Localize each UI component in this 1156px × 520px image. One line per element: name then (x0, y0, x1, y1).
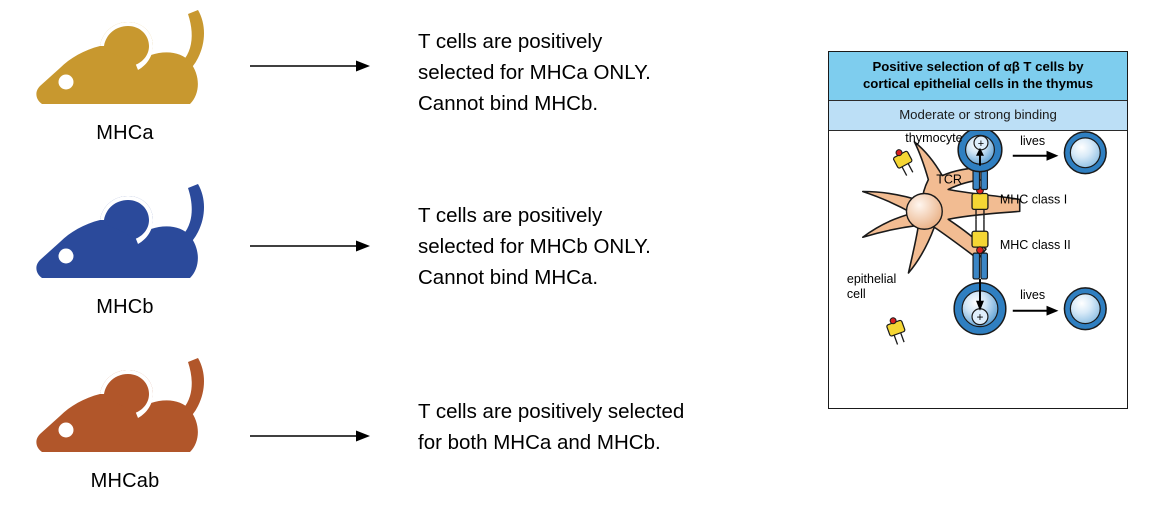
mhc-class-ii-complex (971, 219, 989, 254)
mhc-class-i-label: MHC class I (1000, 192, 1067, 206)
row-text-line: Cannot bind MHCa. (418, 266, 599, 289)
surviving-cell-bottom (1063, 287, 1107, 331)
mhc-class-ii-label: MHC class II (1000, 238, 1071, 252)
row-text-line: T cells are positively selected (418, 400, 685, 423)
mouse-row-mhcab: MHCab T cells are positively selected fo… (0, 350, 810, 520)
mouse-icon-mhcab (30, 356, 220, 468)
panel-title-line2: cortical epithelial cells in the thymus (862, 75, 1094, 91)
mouse-silhouette (36, 10, 204, 104)
tcr-label: TCR (936, 173, 962, 187)
lives-label-top: lives (1020, 134, 1045, 148)
row-text-line: T cells are positively (418, 30, 603, 53)
lives-arrow-top (1012, 150, 1059, 161)
lives-arrow-bottom (1012, 305, 1059, 316)
row-text-line: T cells are positively (418, 204, 603, 227)
lives-label-bottom: lives (1020, 288, 1045, 302)
row-description-mhca: T cells are positively selected for MHCa… (418, 26, 798, 119)
mouse-label-mhcab: MHCab (90, 470, 160, 492)
right-arrow-icon-row3 (248, 424, 372, 448)
row-text-line: selected for MHCa ONLY. (418, 61, 651, 84)
tcr-bottom (972, 252, 989, 280)
positive-selection-panel: Positive selection of αβ T cells by cort… (828, 51, 1128, 409)
mouse-silhouette (36, 358, 204, 452)
thymocyte-bottom: + (953, 278, 1007, 336)
panel-figure: epithelial cell (829, 131, 1127, 403)
plus-sign-top: + (978, 138, 984, 150)
mouse-label-mhcb: MHCb (96, 296, 154, 318)
surviving-cell-top (1063, 131, 1107, 175)
panel-title-line1: Positive selection of αβ T cells by (872, 59, 1084, 74)
mhc-molecule-free-lower (886, 317, 906, 345)
plus-sign-bottom: + (977, 310, 984, 324)
row-description-mhcab: T cells are positively selected for both… (418, 396, 818, 458)
row-text-line: Cannot bind MHCb. (418, 92, 599, 115)
epithelial-cell-label-line1: epithelial (847, 272, 896, 286)
mouse-label-mhca: MHCa (96, 122, 154, 144)
mouse-row-mhca: MHCa T cells are positively selected for… (0, 2, 810, 172)
row-text-line: for both MHCa and MHCb. (418, 431, 661, 454)
epithelial-cell-label-line2: cell (847, 287, 866, 301)
mouse-row-mhcb: MHCb T cells are positively selected for… (0, 176, 810, 346)
row-text-line: selected for MHCb ONLY. (418, 235, 651, 258)
panel-subtitle: Moderate or strong binding (829, 101, 1127, 131)
mhc-molecule-free-upper (893, 149, 914, 176)
mouse-icon-mhca (30, 8, 220, 120)
right-arrow-icon-row1 (248, 54, 372, 78)
mouse-icon-mhcb (30, 182, 220, 294)
mouse-silhouette (36, 184, 204, 278)
thymocyte-top: + (957, 131, 1003, 173)
row-description-mhcb: T cells are positively selected for MHCb… (418, 200, 798, 293)
panel-title: Positive selection of αβ T cells by cort… (829, 52, 1127, 101)
mhc-class-i-complex (971, 186, 989, 220)
right-arrow-icon-row2 (248, 234, 372, 258)
